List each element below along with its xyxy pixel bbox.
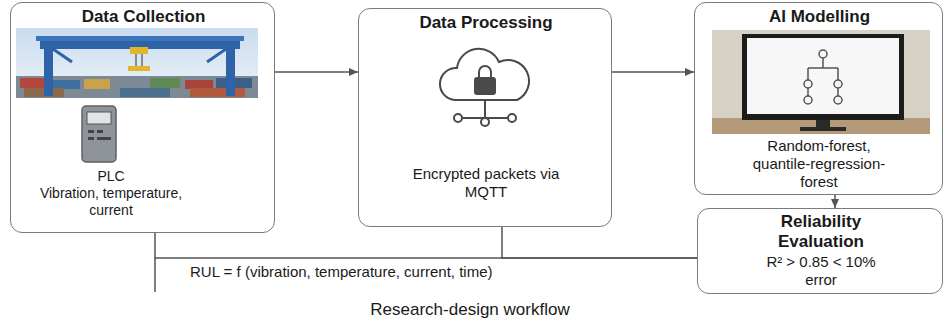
flow-arrow (834, 195, 836, 208)
feedback-line (155, 233, 697, 258)
flow-arrow (612, 71, 694, 73)
process-box: Data CollectionPLCVibration, temperature… (10, 2, 275, 233)
device-label: PLC (26, 168, 196, 185)
box-title: Data Processing (364, 13, 608, 33)
box-body: Random-forest, quantile-regression-fores… (744, 137, 894, 191)
process-box: Data ProcessingEncrypted packets via MQT… (358, 8, 612, 227)
box-body: R² > 0.85 < 10% error (766, 253, 876, 289)
box-body: Vibration, temperature, current (26, 185, 196, 219)
box-body: Encrypted packets via MQTT (401, 165, 571, 201)
flow-arrow (275, 71, 358, 73)
formula-label: RUL = f (vibration, temperature, current… (190, 263, 510, 281)
cloud-lock-icon (440, 49, 529, 126)
figure-caption: Research-design workflow (270, 300, 670, 320)
feedback-line-tail (154, 258, 156, 292)
feedback-line (502, 227, 697, 258)
process-box: AI ModellingRandom-forest, quantile-regr… (694, 2, 943, 195)
box-title: Data Collection (16, 7, 271, 27)
crane-photo (16, 28, 258, 98)
monitor-photo (712, 30, 930, 134)
process-box: Reliability EvaluationR² > 0.85 < 10% er… (697, 208, 943, 294)
box-title: Reliability Evaluation (756, 212, 886, 253)
box-title: AI Modelling (700, 7, 939, 27)
plc-icon (82, 106, 116, 162)
